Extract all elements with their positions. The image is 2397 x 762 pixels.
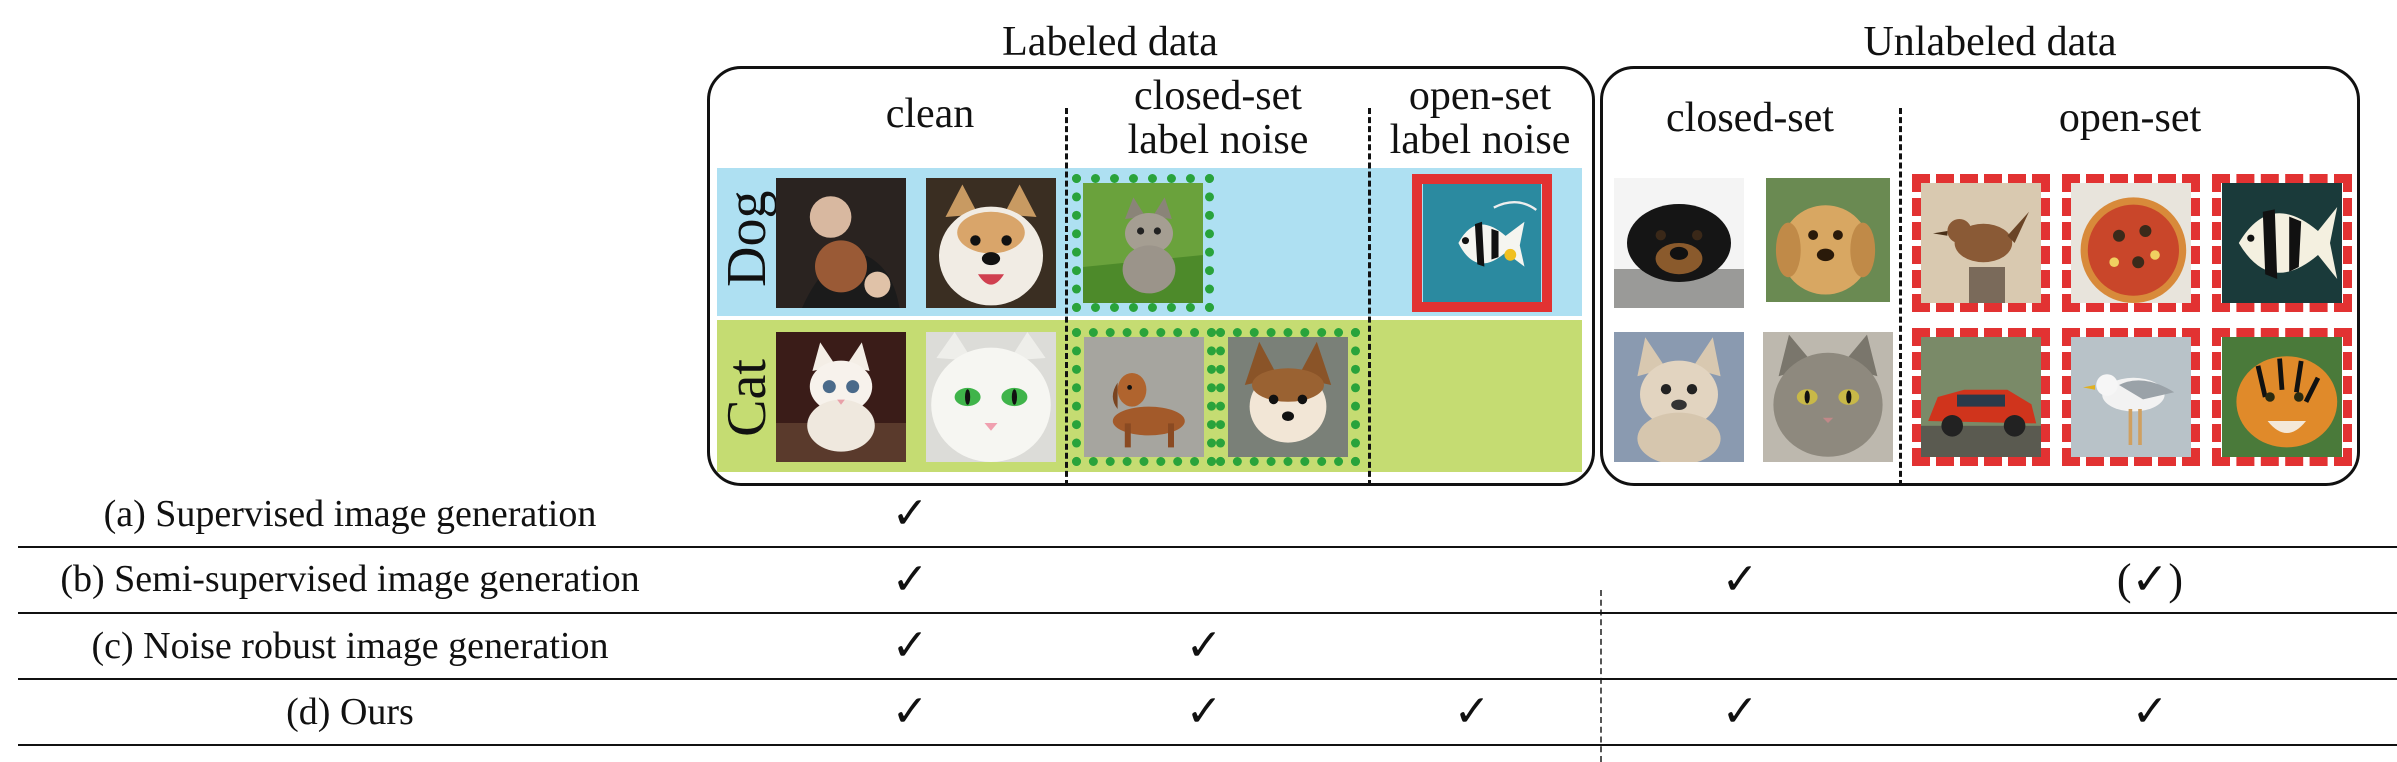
column-open-set-noise-line1: open-set: [1408, 73, 1552, 119]
white-cat-green-eyes-image: [925, 332, 1057, 462]
akita-dog-image: [925, 178, 1057, 308]
check-mark: ✓: [891, 687, 929, 736]
wren-bird-image: [1912, 174, 2050, 312]
check-mark: ✓: [891, 489, 929, 538]
angelfish-image: [2212, 174, 2352, 312]
check-mark: ✓: [2131, 687, 2169, 736]
golden-retriever-image: [1762, 178, 1894, 302]
separator-unlabeled: [1899, 108, 1902, 486]
check-mark: ✓: [891, 555, 929, 604]
white-kitten-image: [776, 332, 906, 462]
method-label-ours: (d) Ours: [286, 691, 414, 733]
check-mark: ✓: [1185, 687, 1223, 736]
french-bulldog-image: [1614, 332, 1744, 462]
table-divider-2: [18, 612, 2397, 614]
column-open-set-noise-line2: label noise: [1389, 117, 1571, 163]
chihuahua-image: [1216, 328, 1360, 466]
striped-fish-image: [1412, 174, 1552, 312]
column-clean: clean: [885, 91, 975, 137]
method-label-noise-robust: (c) Noise robust image generation: [91, 625, 609, 667]
labeled-data-title: Labeled data: [1002, 19, 1218, 65]
row-label-dog: Dog: [716, 190, 778, 287]
check-mark: ✓: [1453, 687, 1491, 736]
dachshund-image: [1072, 328, 1216, 466]
tiger-image: [2212, 328, 2352, 466]
column-unlabeled-open-set: open-set: [2058, 95, 2202, 141]
method-label-supervised: (a) Supervised image generation: [103, 493, 597, 535]
separator-closed-open: [1368, 108, 1371, 486]
column-closed-set-noise-line2: label noise: [1127, 117, 1309, 163]
check-mark: (✓): [2116, 555, 2184, 604]
column-closed-set-noise-line1: closed-set: [1134, 73, 1302, 119]
pizza-image: [2062, 174, 2200, 312]
separator-clean-closed: [1065, 108, 1068, 486]
table-divider-3: [18, 678, 2397, 680]
check-mark: ✓: [1721, 555, 1759, 604]
column-unlabeled-closed-set: closed-set: [1666, 95, 1834, 141]
table-column-separator: [1600, 590, 1602, 762]
red-car-image: [1912, 328, 2050, 466]
check-mark: ✓: [1185, 621, 1223, 670]
unlabeled-data-title: Unlabeled data: [1863, 19, 2117, 65]
seagull-image: [2062, 328, 2200, 466]
table-divider-4: [18, 744, 2397, 746]
labeled-data-box: [707, 66, 1595, 486]
check-mark: ✓: [1721, 687, 1759, 736]
row-label-cat: Cat: [716, 359, 778, 437]
table-divider-1: [18, 546, 2397, 548]
check-mark: ✓: [891, 621, 929, 670]
method-label-semi-supervised: (b) Semi-supervised image generation: [60, 558, 640, 600]
unlabeled-data-box: [1600, 66, 2360, 486]
gray-tabby-cat-image: [1762, 332, 1894, 462]
tabby-cat-in-grass-image: [1072, 174, 1214, 312]
person-holding-poodle-image: [776, 178, 906, 308]
rottweiler-image: [1614, 178, 1744, 308]
